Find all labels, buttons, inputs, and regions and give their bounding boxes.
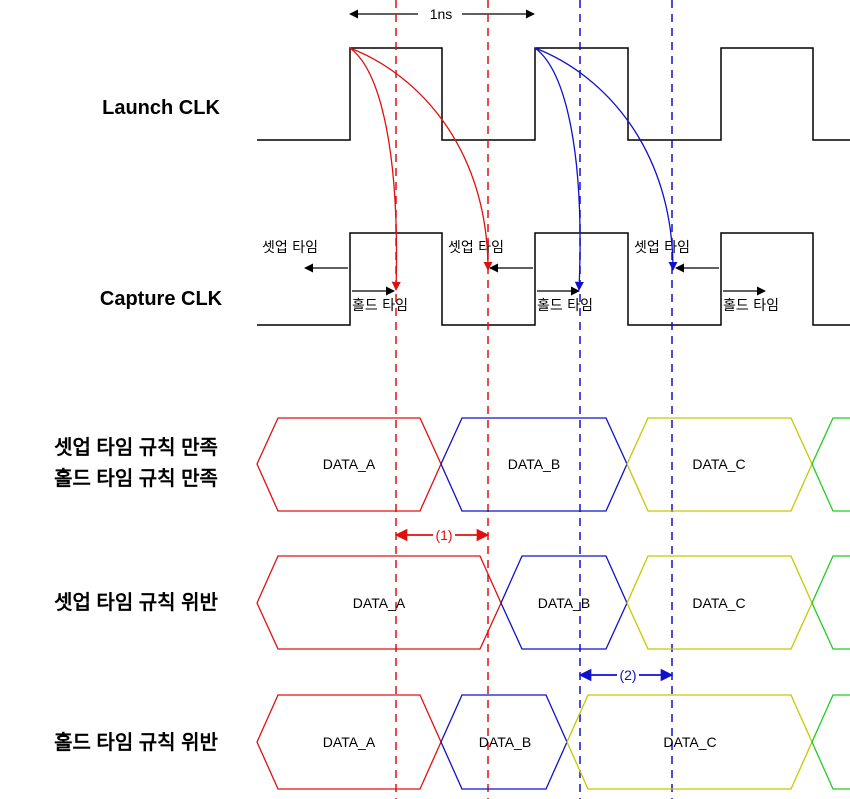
- data-b-label: DATA_B: [508, 456, 560, 472]
- marker-1-label: (1): [435, 527, 452, 543]
- hold-label-4: 홀드 타임: [723, 298, 779, 314]
- data-a-label-2: DATA_A: [353, 595, 406, 611]
- data-a-label: DATA_A: [323, 456, 376, 472]
- period-label: 1ns: [430, 6, 453, 22]
- row-ok-label-line1: 셋업 타임 규칙 만족: [54, 436, 218, 459]
- setup-violation-label: 셋업 타임 규칙 위반: [54, 591, 218, 614]
- capture-clock: Capture CLK: [100, 232, 850, 326]
- next-data-bus: [811, 417, 850, 512]
- row-ok-label-line2: 홀드 타임 규칙 만족: [54, 466, 218, 490]
- data-a-label-3: DATA_A: [323, 734, 376, 750]
- launch-capture-arrows: [349, 47, 678, 291]
- next-data-bus-3: [811, 694, 850, 790]
- marker-1: (1): [394, 527, 490, 543]
- red-hold-arrow: [349, 47, 401, 291]
- data-b-label-2: DATA_B: [538, 595, 590, 611]
- reference-lines: [395, 0, 673, 799]
- launch-clock-waveform: [257, 47, 850, 141]
- marker-2-label: (2): [619, 667, 636, 683]
- capture-clock-waveform: [257, 232, 850, 326]
- setup-label-2: 셋업 타임: [448, 240, 504, 256]
- hold-violation-label: 홀드 타임 규칙 위반: [54, 730, 218, 754]
- row-hold-violation: 홀드 타임 규칙 위반 DATA_A DATA_B DATA_C: [54, 694, 850, 790]
- setup-label-1: 셋업 타임: [262, 240, 318, 256]
- hold-label-1: 홀드 타임: [352, 298, 408, 314]
- launch-clock: Launch CLK: [102, 47, 850, 141]
- launch-clock-label: Launch CLK: [102, 97, 220, 119]
- data-b-label-3: DATA_B: [479, 734, 531, 750]
- data-c-label: DATA_C: [692, 456, 745, 472]
- hold-label-2: 홀드 타임: [537, 298, 593, 314]
- data-c-label-2: DATA_C: [692, 595, 745, 611]
- period-indicator: 1ns: [349, 6, 535, 22]
- data-c-label-3: DATA_C: [663, 734, 716, 750]
- marker-2: (2): [578, 667, 674, 683]
- blue-setup-arrow: [534, 47, 678, 271]
- setup-label-3: 셋업 타임: [634, 240, 690, 256]
- row-rules-satisfied: 셋업 타임 규칙 만족 홀드 타임 규칙 만족 DATA_A DATA_B DA…: [54, 417, 850, 512]
- capture-clock-label: Capture CLK: [100, 288, 223, 310]
- row-setup-violation: 셋업 타임 규칙 위반 DATA_A DATA_B DATA_C: [54, 555, 850, 650]
- red-setup-arrow: [349, 47, 493, 271]
- blue-hold-arrow: [534, 47, 584, 291]
- setup-hold-annotations: 셋업 타임 홀드 타임 셋업 타임 홀드 타임 셋업 타임 홀드 타임: [262, 240, 779, 314]
- next-data-bus-2: [811, 555, 850, 650]
